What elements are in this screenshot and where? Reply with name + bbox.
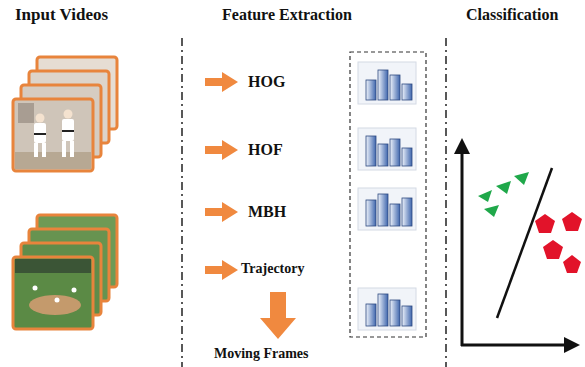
figure-leg: [62, 141, 66, 157]
histogram-ground: [358, 62, 416, 104]
feature-arrow: [205, 140, 238, 160]
column-heading: Input Videos: [15, 5, 108, 25]
infield-dirt: [29, 295, 81, 315]
label-anchor: Trajectory: [241, 261, 304, 278]
figure-leg: [34, 143, 38, 157]
wall-panel: [18, 103, 34, 123]
figure-head: [64, 110, 73, 119]
label-anchor: HOF: [248, 140, 283, 159]
video-stack: [13, 57, 117, 171]
feature-label: HOG: [248, 72, 285, 91]
class-triangle: [496, 181, 511, 194]
histogram-bar: [366, 200, 376, 226]
video-frame: [13, 257, 93, 329]
feature-arrow: [205, 72, 238, 92]
histogram-bar: [378, 194, 388, 226]
figure-leg: [70, 141, 74, 157]
histogram-bar: [402, 306, 412, 326]
figure-belt: [62, 130, 74, 132]
player: [33, 286, 38, 291]
column-heading: Feature Extraction: [222, 5, 352, 24]
histogram-bar: [390, 204, 400, 226]
video-frame: [13, 99, 93, 171]
histogram-ground: [358, 188, 416, 230]
class-pentagon: [535, 214, 555, 233]
class-pentagon: [543, 240, 563, 259]
axis-arrowhead: [454, 138, 470, 154]
histogram-bar: [366, 304, 376, 326]
down-arrow: [260, 292, 296, 339]
histogram-bar: [378, 70, 388, 100]
figure-belt: [34, 133, 46, 135]
feature-arrow: [205, 202, 238, 222]
feature-label: HOF: [248, 140, 283, 159]
feature-label: MBH: [248, 202, 286, 221]
class-pentagon: [562, 212, 582, 231]
feature-label: Moving Frames: [214, 346, 308, 363]
x-axis: [461, 344, 568, 347]
label-anchor: Moving Frames: [214, 346, 308, 363]
column-divider: [445, 38, 447, 367]
feature-label: Trajectory: [241, 261, 304, 278]
column-heading: Classification: [466, 5, 558, 24]
axis-arrowhead: [564, 337, 580, 353]
histogram-bar: [378, 294, 388, 326]
player: [55, 298, 60, 303]
histogram-ground: [358, 128, 416, 170]
histogram-bar: [390, 139, 400, 166]
histogram-bar: [390, 300, 400, 326]
class-pentagon: [563, 255, 581, 273]
label-anchor: Feature Extraction: [222, 5, 352, 24]
histogram: [358, 288, 416, 330]
histogram-bar: [390, 75, 400, 100]
classifier-plot: [454, 138, 582, 353]
histogram-bar: [366, 136, 376, 166]
histogram-bar: [402, 148, 412, 166]
label-anchor: HOG: [248, 72, 285, 91]
class-triangle: [484, 205, 499, 217]
histogram-bar: [402, 198, 412, 226]
label-anchor: Classification: [466, 5, 558, 24]
column-divider: [181, 38, 183, 367]
histogram-bar: [402, 84, 412, 100]
label-anchor: MBH: [248, 202, 286, 221]
figure-head: [36, 114, 45, 123]
histogram-bar: [378, 144, 388, 166]
histogram-ground: [358, 288, 416, 330]
figure-body: [62, 119, 74, 141]
feature-box: [350, 52, 426, 337]
floor: [15, 152, 91, 169]
feature-arrow: [205, 260, 238, 280]
figure-leg: [42, 143, 46, 157]
histogram: [358, 128, 416, 170]
player: [72, 288, 77, 293]
histogram-bar: [366, 80, 376, 100]
stands: [15, 259, 91, 273]
video-stack: [13, 215, 117, 329]
histogram: [358, 188, 416, 230]
class-triangle: [514, 172, 529, 185]
figure-body: [34, 123, 46, 143]
decision-boundary: [497, 168, 552, 318]
y-axis: [461, 150, 464, 346]
histogram: [358, 62, 416, 104]
feature-arrows: [205, 72, 296, 339]
label-anchor: Input Videos: [15, 5, 108, 25]
class-triangle: [478, 190, 492, 202]
